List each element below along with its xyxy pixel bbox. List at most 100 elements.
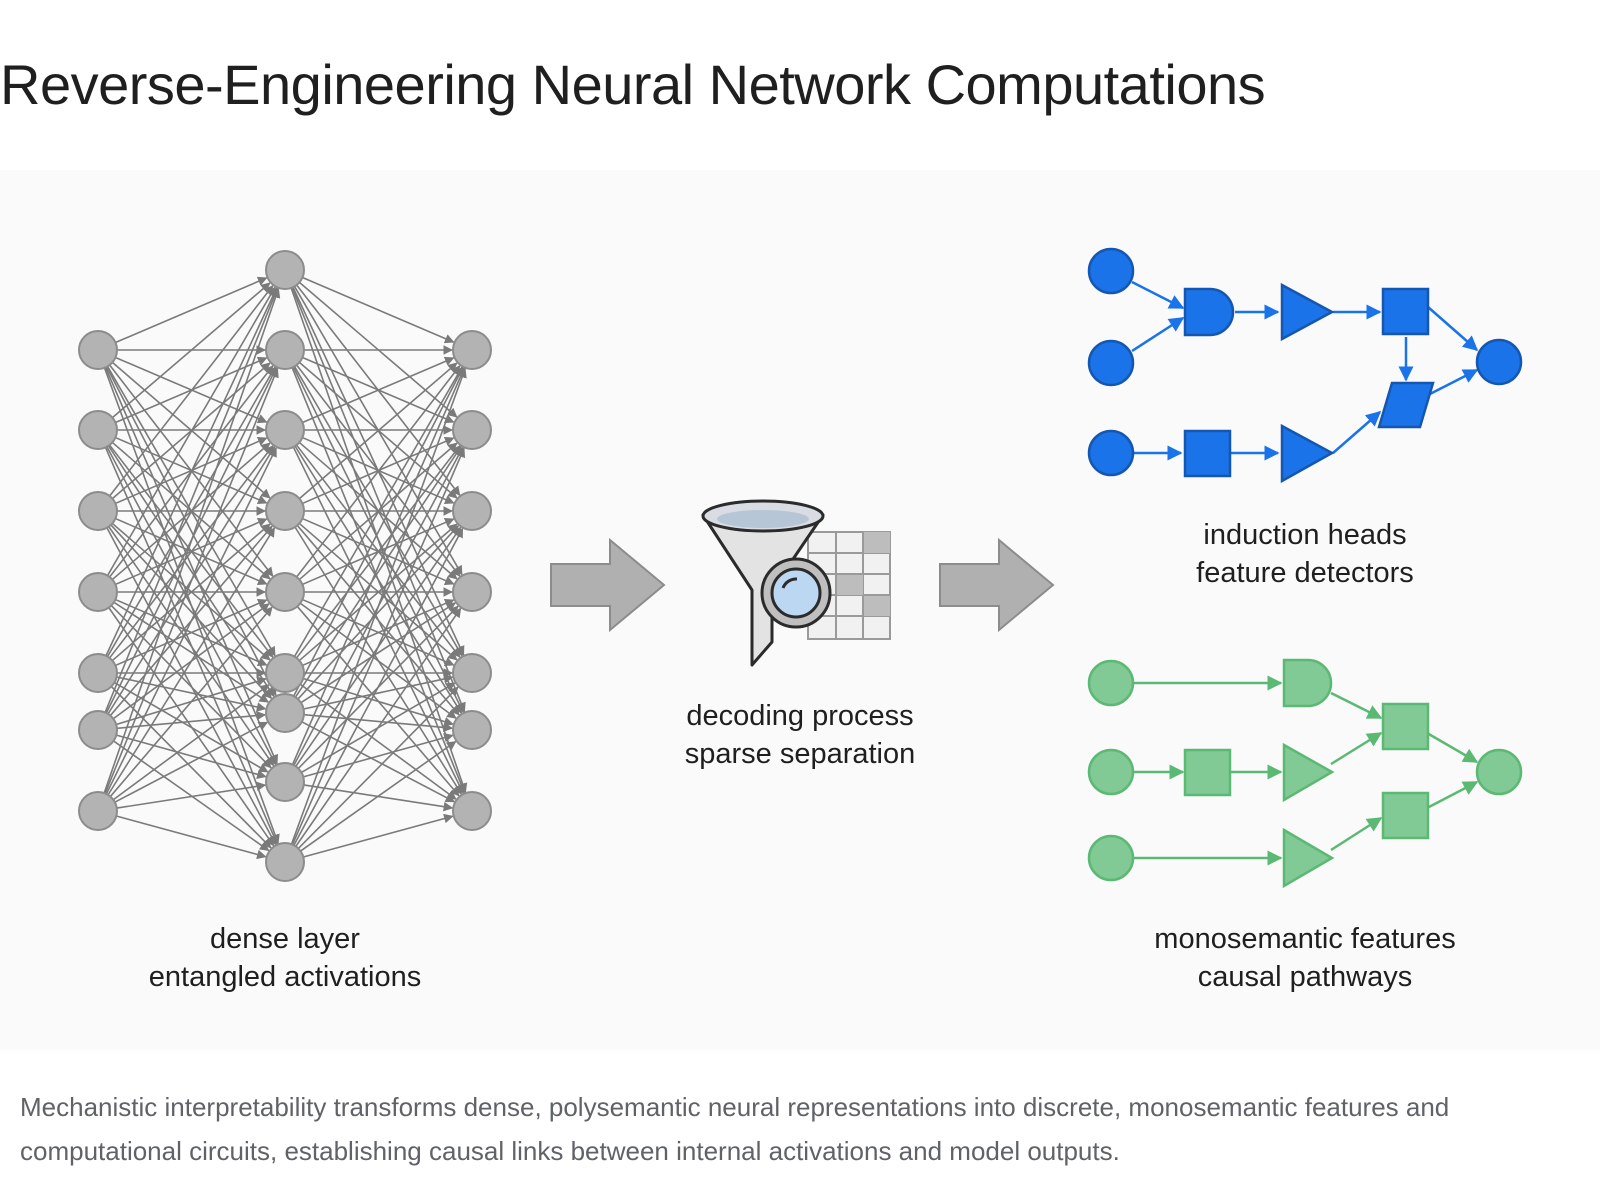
magnifier-icon — [760, 557, 832, 629]
decoding-label: decoding process sparse separation — [620, 697, 980, 773]
dense-edge — [110, 524, 273, 700]
dense-edge — [114, 681, 269, 773]
dense-edge — [115, 598, 268, 667]
dense-edge — [114, 721, 269, 803]
dense-node — [265, 653, 305, 693]
dense-edge — [116, 676, 267, 712]
dense-layer-label: dense layer entangled activations — [100, 920, 470, 996]
dense-edge — [300, 740, 457, 852]
dense-edge — [293, 366, 463, 657]
dense-edge — [115, 276, 268, 344]
circuit-edge — [1330, 816, 1383, 852]
dense-edge — [294, 445, 462, 698]
dense-edge — [295, 365, 461, 578]
circuit-parallelogram — [1377, 381, 1435, 429]
circuit-edge — [1131, 316, 1185, 353]
dense-edge — [293, 527, 464, 846]
dense-edge — [298, 523, 458, 662]
dense-node — [452, 653, 492, 693]
circuit-edge — [1131, 280, 1185, 310]
circuit-node — [1087, 659, 1135, 707]
dense-edge — [105, 447, 277, 795]
dense-node — [78, 572, 118, 612]
dense-node — [452, 710, 492, 750]
circuit-output-node — [1475, 748, 1523, 796]
induction-line2: feature detectors — [1196, 557, 1414, 589]
circuit-edge — [1427, 368, 1479, 397]
induction-label: induction heads feature detectors — [1130, 516, 1480, 592]
dense-edge — [291, 367, 466, 765]
circuit-triangle — [1280, 423, 1335, 484]
dense-edge — [113, 740, 270, 852]
dense-edge — [108, 526, 275, 767]
dense-edge — [297, 686, 459, 850]
dense-node — [78, 410, 118, 450]
dense-edge — [302, 356, 455, 424]
dense-edge — [111, 523, 271, 662]
dense-node — [78, 330, 118, 370]
circuit-output-node — [1475, 338, 1523, 386]
dense-edge — [299, 602, 457, 719]
dense-node — [78, 653, 118, 693]
dense-layer-line1: dense layer — [210, 923, 360, 955]
dense-edge — [104, 287, 279, 713]
dense-edge — [303, 674, 454, 710]
dense-node — [265, 410, 305, 450]
dense-edge — [297, 524, 460, 700]
dense-edge — [109, 606, 273, 798]
circuit-node — [1087, 748, 1135, 796]
dense-edge — [107, 527, 276, 796]
circuit-node — [1087, 247, 1135, 295]
dense-edge — [295, 445, 461, 659]
dense-edge — [303, 813, 454, 858]
monosemantic-label: monosemantic features causal pathways — [1110, 920, 1500, 996]
dense-node — [452, 410, 492, 450]
monosemantic-line1: monosemantic features — [1154, 923, 1456, 955]
dense-node — [452, 330, 492, 370]
dense-edge — [107, 445, 275, 698]
dense-node — [265, 330, 305, 370]
circuit-edge — [1426, 780, 1479, 810]
funnel-icon — [701, 499, 825, 667]
induction-circuit — [1087, 247, 1523, 484]
dense-node — [265, 693, 305, 733]
dense-edge — [303, 733, 454, 778]
circuit-gate — [1282, 658, 1333, 708]
circuit-edge — [1427, 306, 1479, 351]
dense-edge — [291, 447, 466, 845]
dense-edge — [103, 287, 281, 794]
right-arrow-icon — [550, 537, 666, 633]
dense-node — [452, 791, 492, 831]
dense-edge — [298, 362, 458, 500]
dense-node — [265, 572, 305, 612]
circuit-node — [1087, 834, 1135, 882]
monosemantic-circuit — [1087, 658, 1523, 889]
dense-edge — [302, 276, 455, 344]
dense-node — [265, 762, 305, 802]
caption: Mechanistic interpretability transforms … — [20, 1092, 1450, 1166]
dense-edge — [116, 734, 267, 779]
dense-edge — [106, 286, 276, 576]
dense-edge — [290, 367, 467, 845]
dense-edge — [294, 445, 463, 714]
dense-edge — [105, 287, 278, 657]
dense-node — [78, 491, 118, 531]
induction-line1: induction heads — [1203, 519, 1407, 551]
dense-node — [78, 791, 118, 831]
dense-layer-line2: entangled activations — [148, 961, 422, 993]
dense-edge — [106, 446, 277, 766]
dense-node — [265, 250, 305, 290]
dense-edge — [116, 710, 267, 730]
dense-edge — [292, 366, 464, 697]
dense-edge — [109, 285, 274, 497]
monosemantic-line2: causal pathways — [1197, 961, 1413, 993]
circuit-gate — [1183, 287, 1235, 337]
circuit-square — [1381, 287, 1430, 336]
page-title: Reverse-Engineering Neural Network Compu… — [0, 53, 1266, 116]
dense-edge — [292, 366, 464, 713]
dense-edge — [111, 282, 271, 419]
dense-edge — [295, 607, 462, 847]
circuit-edge — [1330, 731, 1383, 766]
circuit-node — [1087, 429, 1135, 477]
